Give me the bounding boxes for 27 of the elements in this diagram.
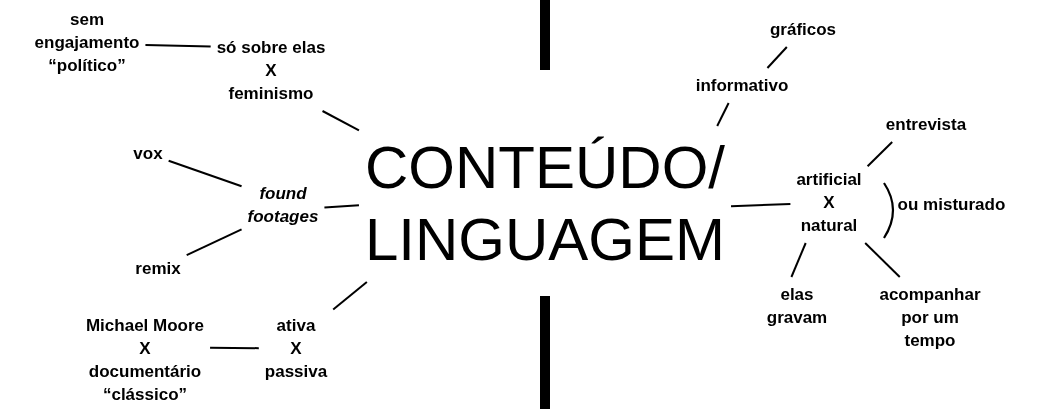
topic-text: found footages <box>247 182 319 228</box>
topic-text: informativo <box>695 74 789 97</box>
connector-line <box>321 110 360 132</box>
topic-text: elas gravam <box>766 283 828 329</box>
connector-line <box>790 242 807 278</box>
topic-text: só sobre elas X feminismo <box>216 36 326 105</box>
connector-line <box>323 204 360 209</box>
topic-text: entrevista <box>885 113 967 136</box>
connector-line <box>730 202 792 208</box>
connector-line <box>144 44 212 48</box>
connector-line <box>167 159 243 188</box>
central-title: CONTEÚDO/ LINGUAGEM <box>364 132 726 276</box>
topic-text: acompanhar por um tempo <box>879 283 981 352</box>
connector-line <box>866 141 894 168</box>
topic-text: vox <box>133 142 163 165</box>
connector-line <box>332 281 368 311</box>
connector-line <box>716 102 730 127</box>
connector-line <box>766 46 788 69</box>
topic-text: Michael Moore X documentário “clássico” <box>85 314 205 406</box>
connector-line <box>864 242 901 278</box>
topic-text: sem engajamento “político” <box>34 8 140 77</box>
topic-text: ativa X passiva <box>264 314 328 383</box>
note-text: ou misturado <box>897 194 1006 216</box>
topic-text: gráficos <box>769 18 837 41</box>
connector-line <box>209 346 260 350</box>
topic-text: remix <box>135 257 181 280</box>
connector-line <box>185 228 243 257</box>
